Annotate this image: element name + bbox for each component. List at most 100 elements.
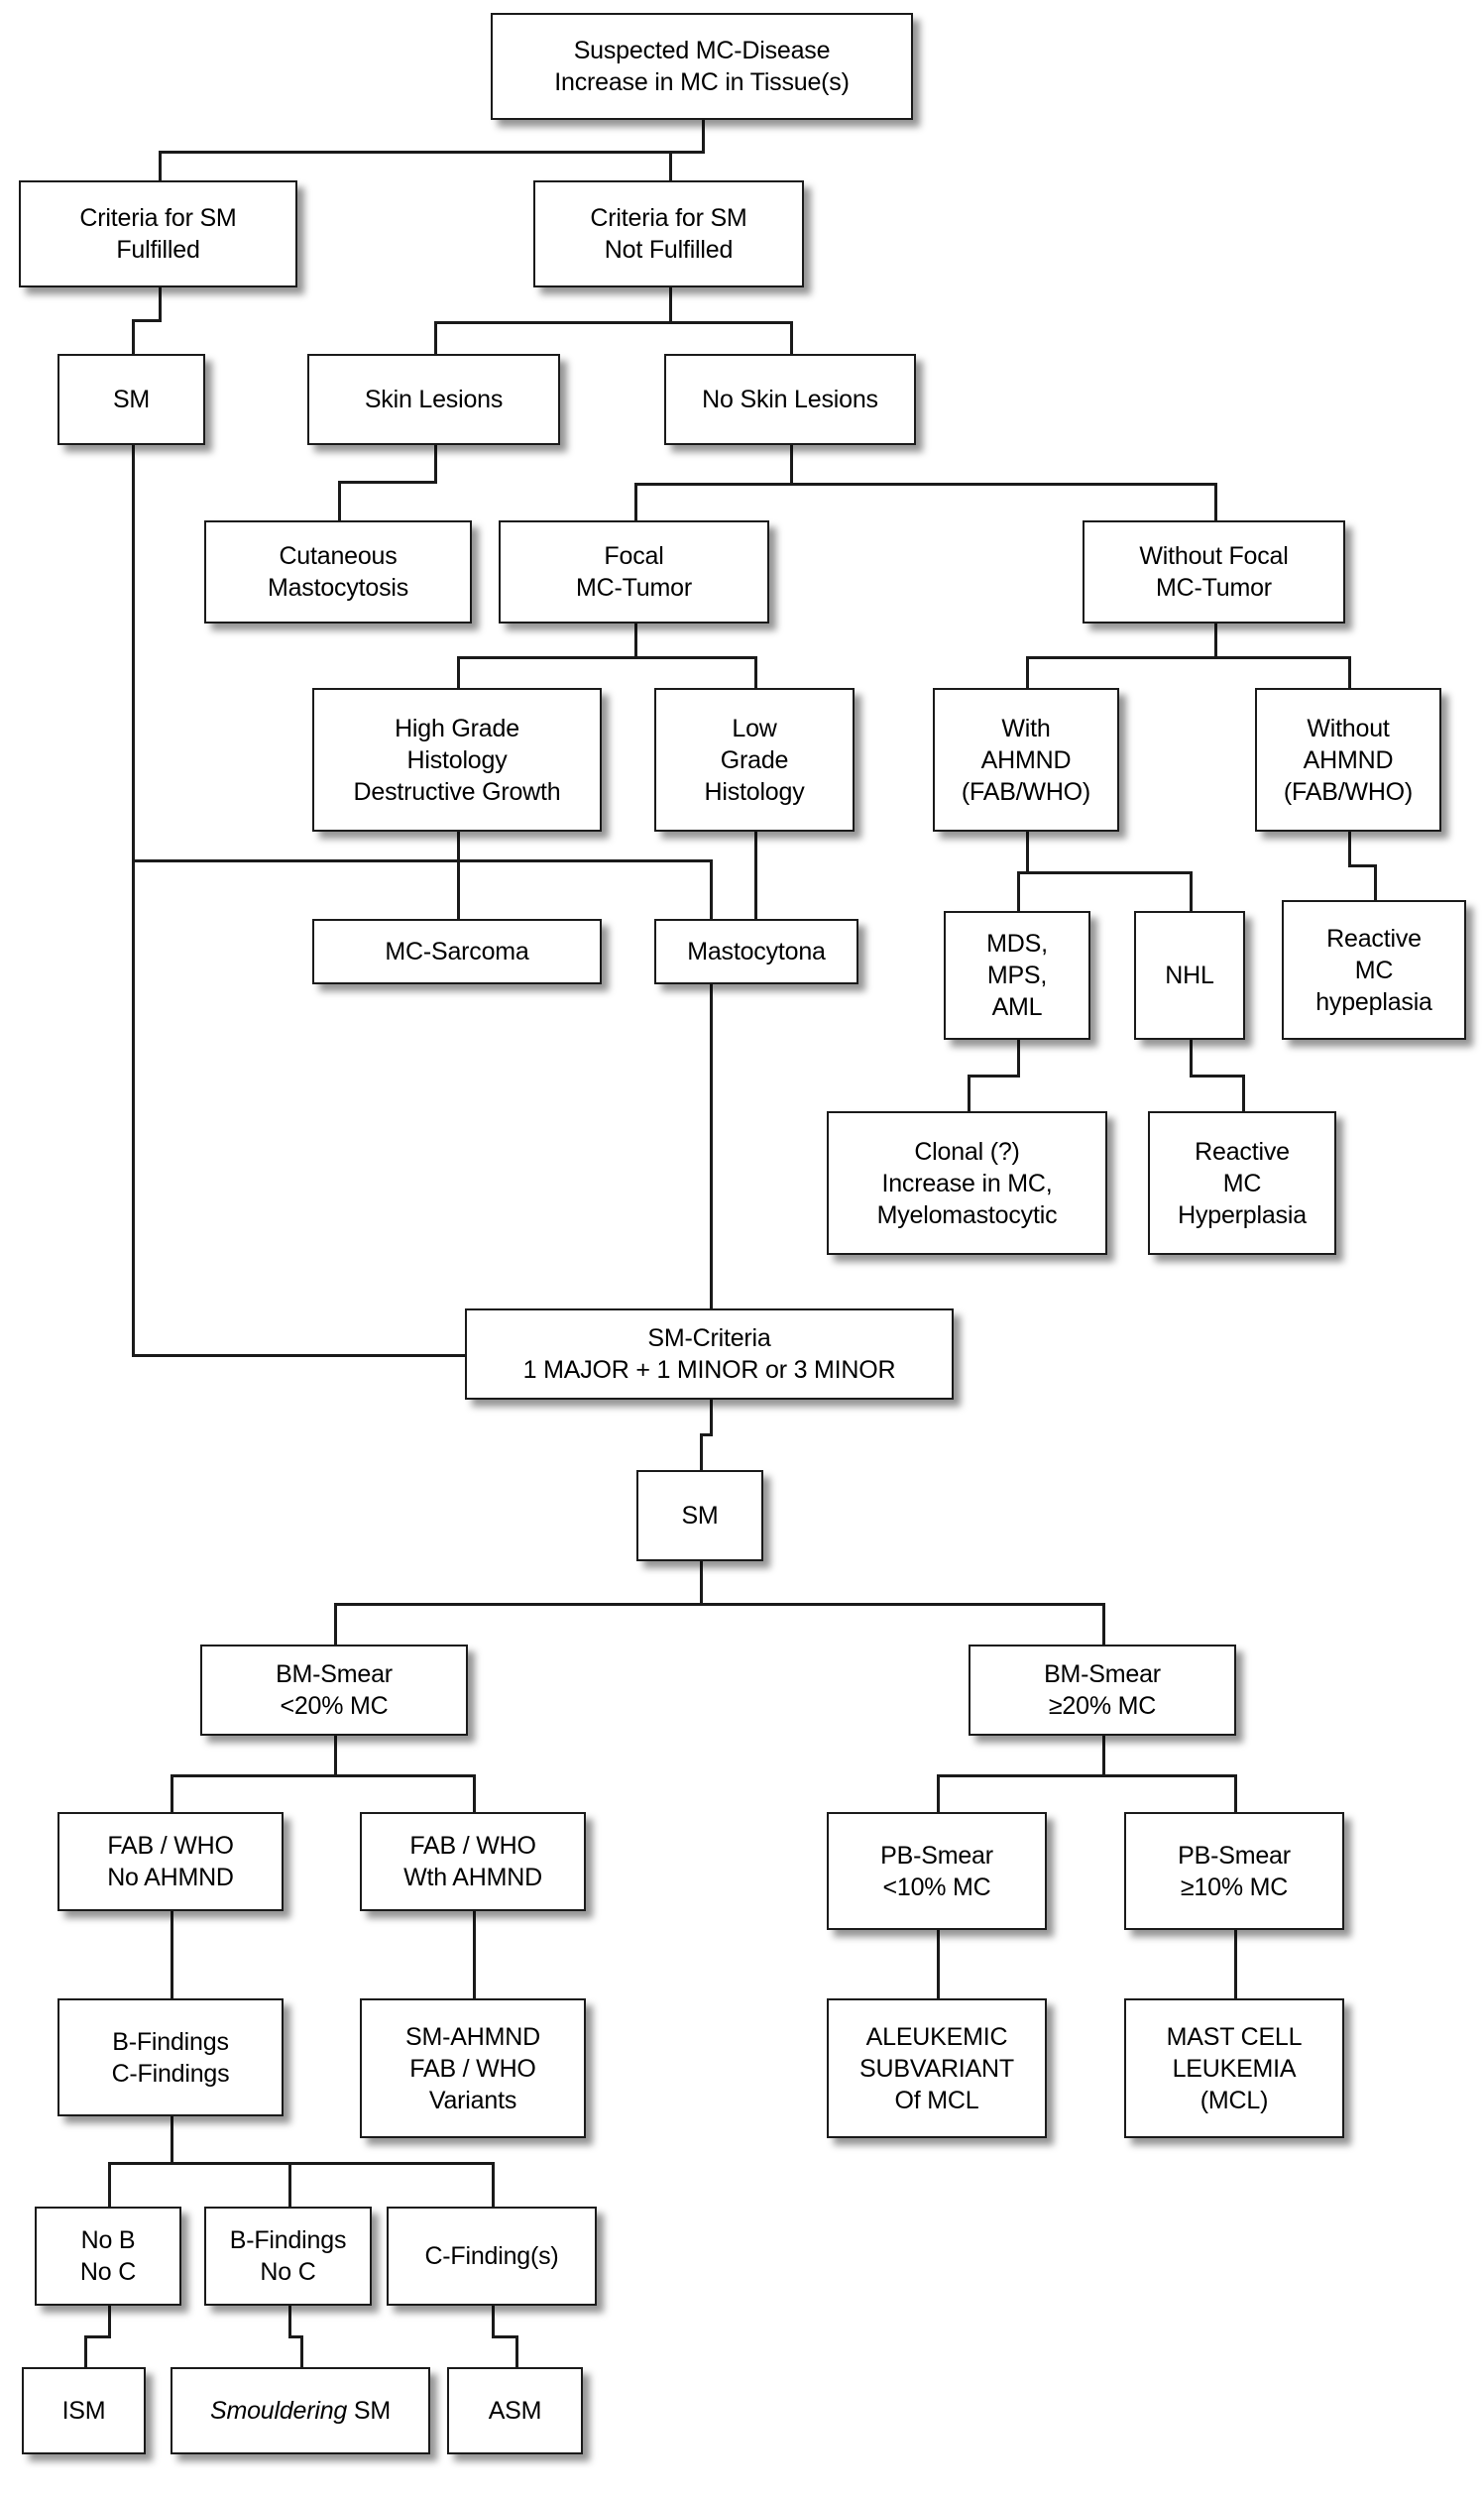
connector-vertical	[515, 2335, 518, 2370]
flow-node[interactable]: Reactive MC hypeplasia	[1282, 900, 1466, 1040]
flow-node[interactable]: No B No C	[35, 2207, 181, 2306]
connector-vertical	[1102, 1603, 1105, 1647]
connector-vertical	[492, 2162, 495, 2210]
connector-vertical	[710, 1400, 713, 1436]
flow-node[interactable]: BM-Smear ≥20% MC	[969, 1645, 1236, 1736]
flow-node-label: Without AHMND (FAB/WHO)	[1283, 714, 1414, 806]
connector-horizontal	[1026, 656, 1351, 659]
flow-node-label: BM-Smear ≥20% MC	[1044, 1660, 1161, 1720]
flow-node[interactable]: Low Grade Histology	[654, 688, 855, 832]
flow-node[interactable]: MDS, MPS, AML	[944, 911, 1090, 1040]
connector-horizontal	[84, 2335, 111, 2338]
flow-node[interactable]: MAST CELL LEUKEMIA (MCL)	[1124, 1998, 1344, 2138]
flow-node[interactable]: ISM	[22, 2367, 146, 2454]
connector-horizontal	[1190, 1075, 1245, 1078]
flow-node-label: MDS, MPS, AML	[986, 930, 1048, 1021]
flow-node[interactable]: Criteria for SM Fulfilled	[19, 180, 297, 287]
flow-node[interactable]: FAB / WHO No AHMND	[57, 1812, 284, 1911]
flow-node-label: Criteria for SM Fulfilled	[79, 204, 237, 264]
connector-vertical	[790, 321, 793, 357]
connector-horizontal	[1348, 864, 1377, 867]
connector-vertical	[1348, 832, 1351, 867]
connector-vertical	[334, 1603, 337, 1647]
flow-node-label: Criteria for SM Not Fulfilled	[590, 204, 747, 264]
connector-vertical	[700, 1433, 703, 1473]
connector-vertical	[108, 2162, 111, 2210]
flow-node[interactable]: ASM	[447, 2367, 583, 2454]
flow-node[interactable]: B-Findings No C	[204, 2207, 372, 2306]
connector-vertical	[1374, 864, 1377, 903]
connector-vertical	[1348, 656, 1351, 691]
flow-node-label: MAST CELL LEUKEMIA (MCL)	[1166, 2022, 1303, 2114]
flow-node[interactable]: ALEUKEMIC SUBVARIANT Of MCL	[827, 1998, 1047, 2138]
connector-vertical	[1234, 1930, 1237, 2001]
connector-horizontal	[1017, 871, 1193, 874]
flow-node[interactable]: SM	[57, 354, 205, 445]
connector-horizontal	[634, 483, 1217, 486]
flow-node[interactable]: PB-Smear <10% MC	[827, 1812, 1047, 1930]
connector-vertical	[108, 2306, 111, 2338]
flow-node-label: PB-Smear ≥10% MC	[1178, 1841, 1291, 1901]
flow-node-label: SM-AHMND FAB / WHO Variants	[405, 2022, 540, 2114]
flow-node[interactable]: No Skin Lesions	[664, 354, 916, 445]
flow-node[interactable]: MC-Sarcoma	[312, 919, 602, 984]
flow-node-label: FAB / WHO No AHMND	[107, 1832, 234, 1891]
flow-node[interactable]: NHL	[1134, 911, 1245, 1040]
connector-vertical	[334, 1736, 337, 1777]
connector-vertical	[434, 445, 437, 484]
connector-vertical	[288, 2162, 291, 2210]
flow-node[interactable]: Mastocytona	[654, 919, 858, 984]
flow-node[interactable]: Focal MC-Tumor	[499, 520, 769, 624]
connector-vertical	[702, 120, 705, 154]
connector-horizontal	[132, 859, 713, 862]
flow-node[interactable]: Smouldering SM	[171, 2367, 430, 2454]
connector-vertical	[1017, 871, 1020, 914]
flow-node[interactable]: With AHMND (FAB/WHO)	[933, 688, 1119, 832]
connector-vertical	[1190, 871, 1193, 914]
flow-node[interactable]: SM-Criteria 1 MAJOR + 1 MINOR or 3 MINOR	[465, 1308, 954, 1400]
connector-horizontal	[492, 2335, 518, 2338]
flow-node[interactable]: High Grade Histology Destructive Growth	[312, 688, 602, 832]
flow-node-label: SM-Criteria 1 MAJOR + 1 MINOR or 3 MINOR	[522, 1324, 896, 1384]
flow-node-label: MC-Sarcoma	[385, 938, 529, 965]
flow-node[interactable]: Without Focal MC-Tumor	[1083, 520, 1345, 624]
connector-vertical	[1190, 1040, 1193, 1078]
flow-node-label: Skin Lesions	[364, 386, 504, 413]
connector-vertical	[669, 151, 672, 183]
label-rest: SM	[347, 2397, 392, 2425]
flow-node[interactable]: Suspected MC-Disease Increase in MC in T…	[491, 13, 913, 120]
flow-node[interactable]: SM	[636, 1470, 763, 1561]
flow-node[interactable]: Reactive MC Hyperplasia	[1148, 1111, 1336, 1255]
flow-node-label: FAB / WHO Wth AHMND	[403, 1832, 542, 1891]
flow-node[interactable]: Criteria for SM Not Fulfilled	[533, 180, 804, 287]
flow-node[interactable]: FAB / WHO Wth AHMND	[360, 1812, 586, 1911]
flow-node[interactable]: PB-Smear ≥10% MC	[1124, 1812, 1344, 1930]
flow-node-label: BM-Smear <20% MC	[276, 1660, 393, 1720]
flow-node-label: B-Findings C-Findings	[111, 2027, 230, 2088]
flow-node[interactable]: SM-AHMND FAB / WHO Variants	[360, 1998, 586, 2138]
connector-vertical	[937, 1930, 940, 2001]
connector-vertical	[700, 1561, 703, 1606]
flow-node-label: NHL	[1165, 962, 1214, 989]
flow-node[interactable]: Skin Lesions	[307, 354, 560, 445]
flow-node-label: High Grade Histology Destructive Growth	[353, 714, 561, 806]
flow-node-label: Focal MC-Tumor	[576, 542, 692, 602]
flow-node[interactable]: B-Findings C-Findings	[57, 1998, 284, 2116]
flow-node[interactable]: BM-Smear <20% MC	[200, 1645, 468, 1736]
flow-node[interactable]: Clonal (?) Increase in MC, Myelomastocyt…	[827, 1111, 1107, 1255]
flow-node-label: Without Focal MC-Tumor	[1139, 542, 1289, 602]
flow-node[interactable]: Cutaneous Mastocytosis	[204, 520, 472, 624]
connector-vertical	[790, 445, 793, 486]
connector-horizontal	[338, 481, 437, 484]
connector-vertical	[288, 2306, 291, 2338]
connector-horizontal	[132, 319, 162, 322]
flow-node[interactable]: Without AHMND (FAB/WHO)	[1255, 688, 1441, 832]
flow-node-label: B-Findings No C	[229, 2226, 347, 2286]
connector-horizontal	[700, 1433, 713, 1436]
flow-node-label: SM	[112, 386, 151, 413]
flow-node[interactable]: C-Finding(s)	[387, 2207, 597, 2306]
italic-term: Smouldering	[209, 2397, 348, 2425]
connector-vertical	[937, 1774, 940, 1815]
connector-vertical	[171, 2116, 173, 2165]
